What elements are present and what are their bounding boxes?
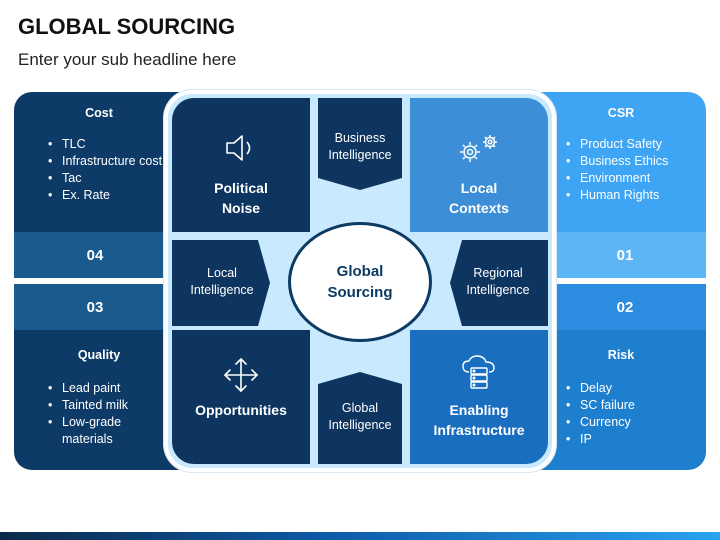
list-item: SC failure (566, 397, 696, 414)
cloud-server-icon (459, 354, 499, 395)
panel-risk-list: Delay SC failure Currency IP (566, 380, 696, 448)
regional-intelligence-label: Regional Intelligence (466, 266, 530, 297)
card-political-noise: Political Noise (172, 98, 310, 232)
panel-quality-title: Quality (77, 348, 121, 362)
business-intelligence-label: Business Intelligence (328, 131, 392, 162)
card-label: Political Noise (214, 180, 268, 216)
panel-cost: Cost TLC Infrastructure cost Tac Ex. Rat… (14, 92, 214, 232)
card-opportunities: Opportunities (172, 330, 310, 464)
center-circle: Global Sourcing (288, 222, 432, 342)
move-arrows-icon (222, 356, 260, 399)
list-item: Ex. Rate (48, 187, 168, 204)
local-intelligence-label: Local Intelligence (190, 266, 254, 297)
number-badge-03: 03 (14, 284, 176, 330)
number-badge-01: 01 (544, 232, 706, 278)
page-title: GLOBAL SOURCING (18, 14, 236, 39)
list-item: Tac (48, 170, 168, 187)
list-item: Currency (566, 414, 696, 431)
list-item: Business Ethics (566, 153, 696, 170)
global-intelligence-arrow (318, 372, 402, 464)
list-item: Product Safety (566, 136, 696, 153)
business-intelligence-arrow (318, 98, 402, 190)
card-label: Local Contexts (449, 180, 509, 216)
list-item: Lead paint (48, 380, 168, 397)
page-subtitle: Enter your sub headline here (18, 50, 237, 69)
number-badge-04: 04 (14, 232, 176, 278)
list-item: Delay (566, 380, 696, 397)
panel-cost-title: Cost (85, 106, 113, 120)
card-enabling-infrastructure: Enabling Infrastructure (410, 330, 548, 464)
card-label: Opportunities (195, 402, 287, 418)
list-item: Infrastructure cost (48, 153, 168, 170)
panel-quality-list: Lead paint Tainted milk Low-grade materi… (48, 380, 168, 448)
global-intelligence-label: Global Intelligence (328, 401, 392, 432)
list-item: Human Rights (566, 187, 696, 204)
list-item: IP (566, 431, 696, 448)
panel-csr-title: CSR (607, 106, 635, 120)
number-badge-02: 02 (544, 284, 706, 330)
regional-intelligence-arrow (450, 240, 548, 326)
list-item: TLC (48, 136, 168, 153)
panel-csr-list: Product Safety Business Ethics Environme… (566, 136, 696, 204)
local-intelligence-arrow (172, 240, 270, 326)
bottom-accent-bar (0, 532, 720, 540)
list-item: Tainted milk (48, 397, 168, 414)
card-local-contexts: Local Contexts (410, 98, 548, 232)
speaker-icon (223, 130, 259, 171)
gears-icon (454, 130, 504, 171)
panel-risk-title: Risk (607, 348, 635, 362)
card-label: Enabling Infrastructure (433, 402, 525, 438)
panel-cost-list: TLC Infrastructure cost Tac Ex. Rate (48, 136, 168, 204)
list-item: Environment (566, 170, 696, 187)
list-item: Low-grade materials (48, 414, 168, 448)
center-label: Global Sourcing (327, 263, 393, 301)
